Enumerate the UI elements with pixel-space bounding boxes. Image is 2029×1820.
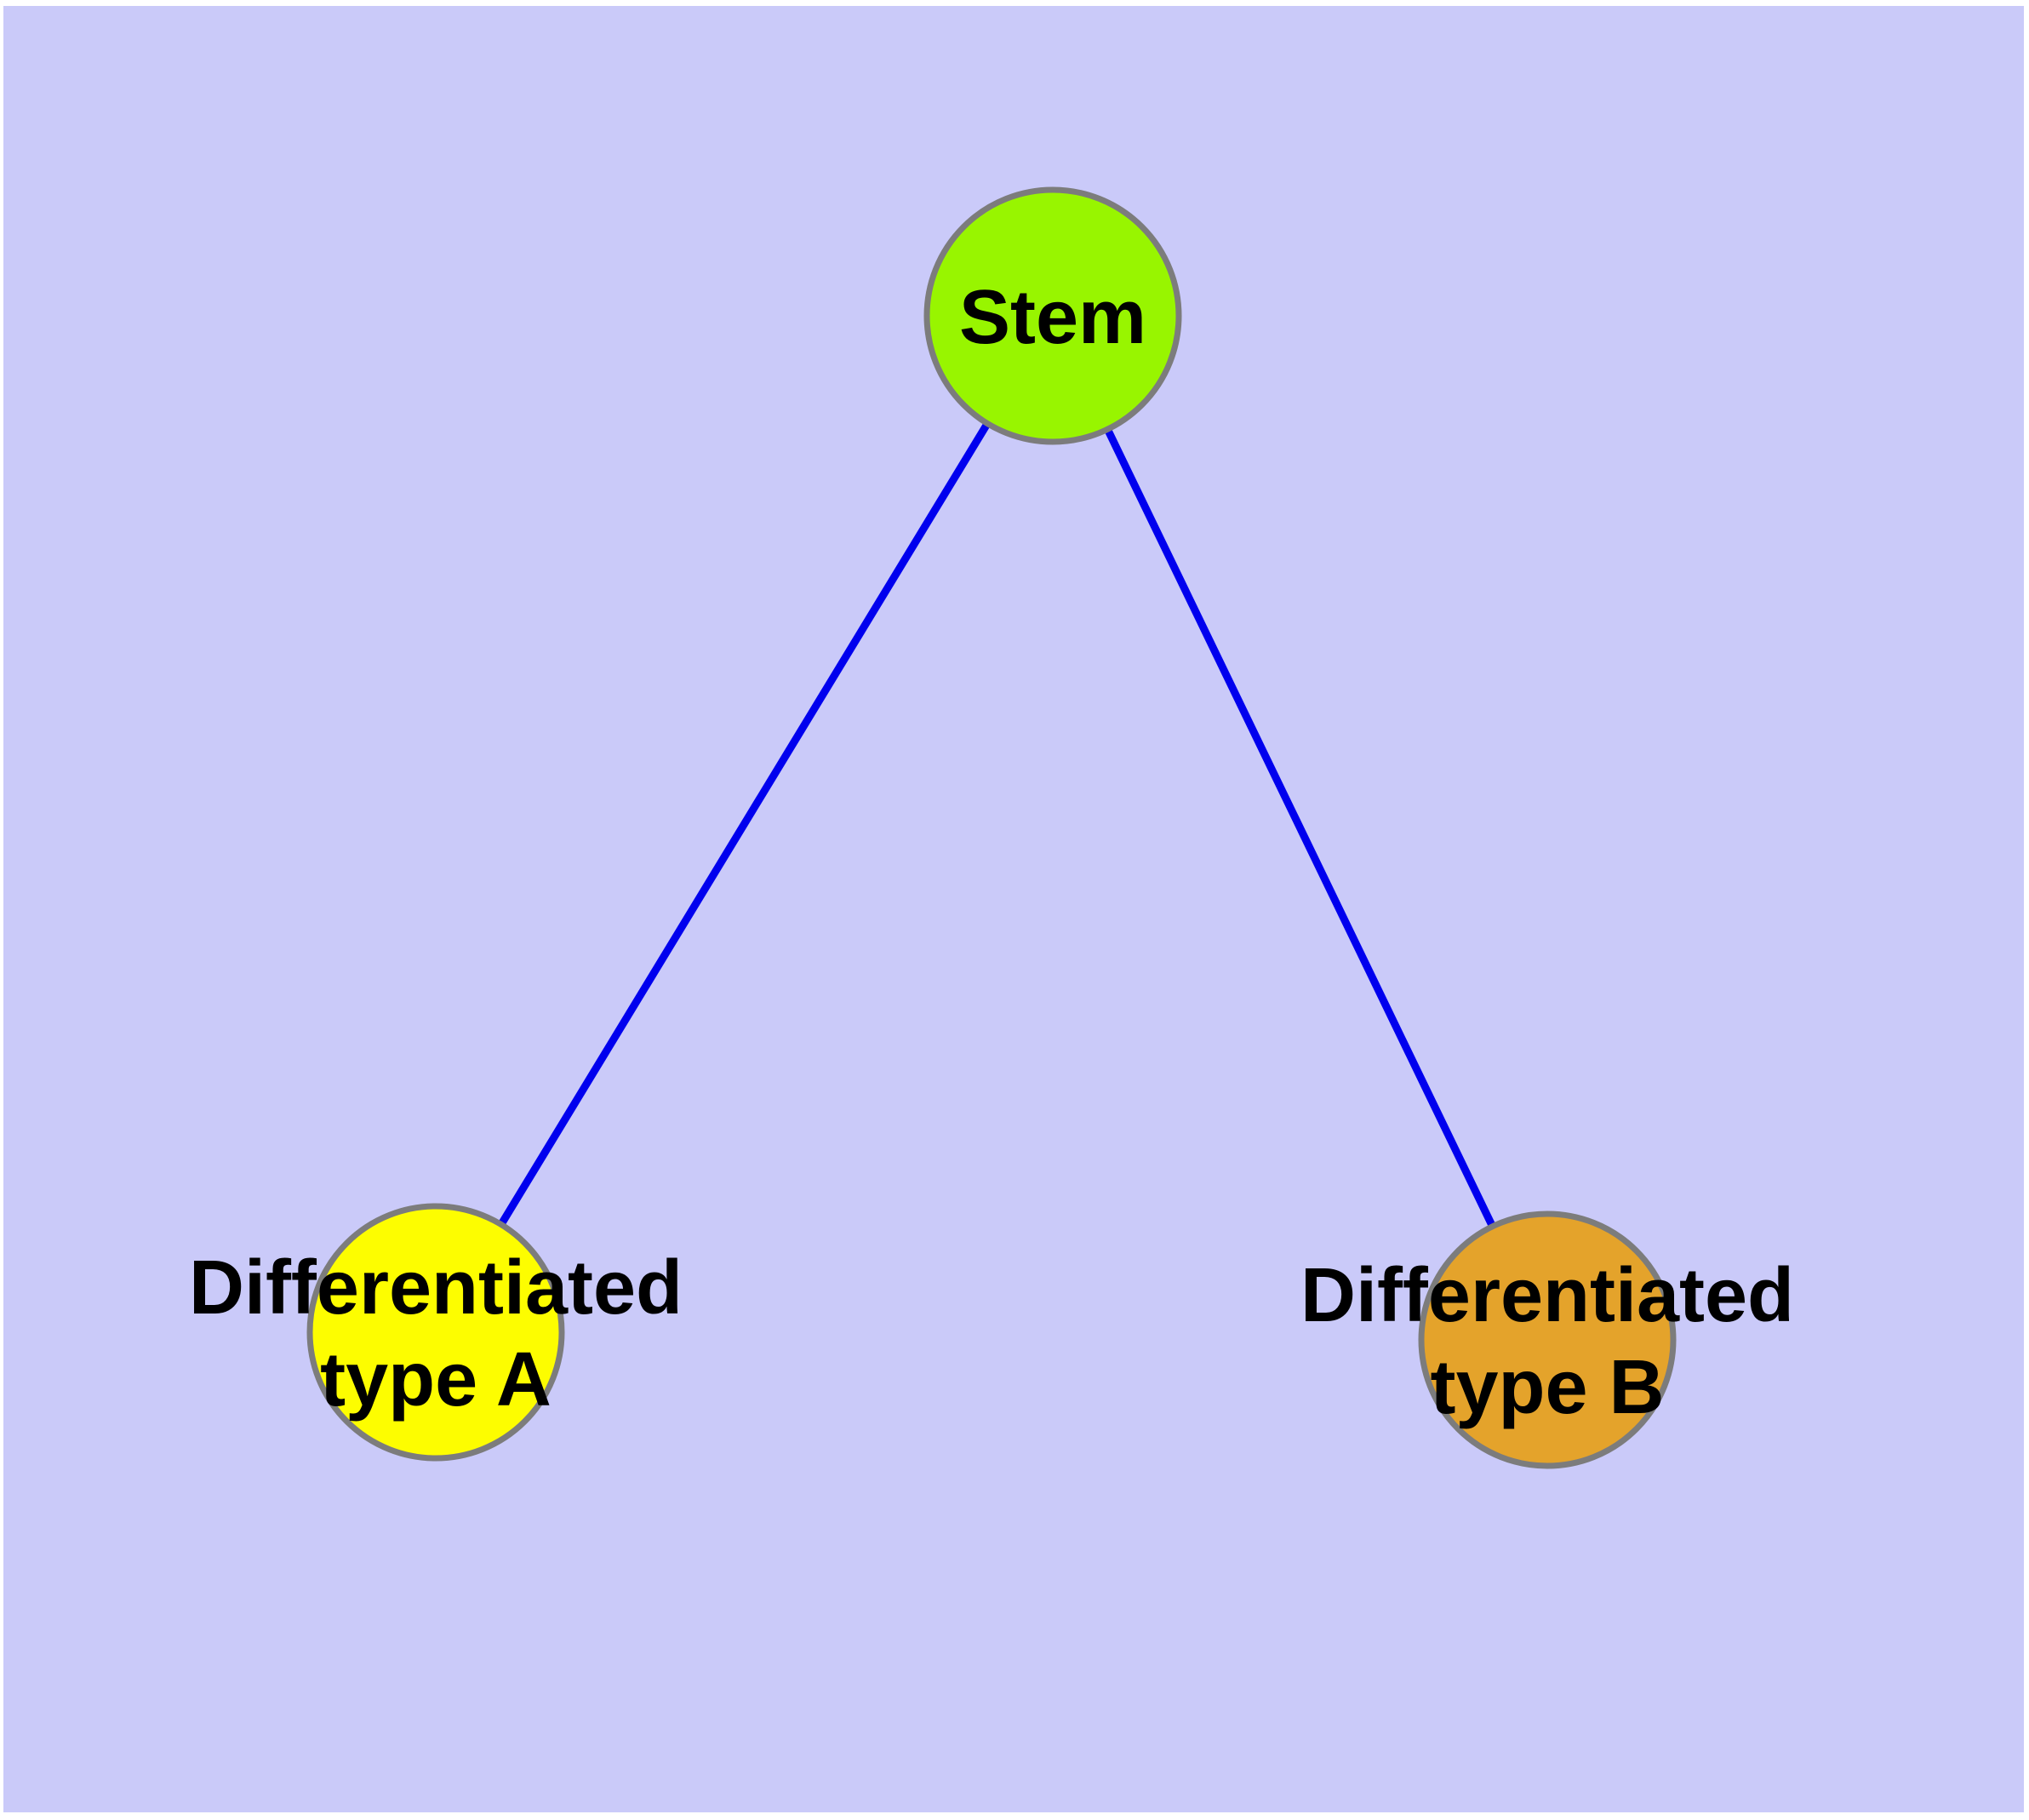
differentiated-type-a-node (306, 1203, 565, 1462)
differentiated-type-a-node-label-line: type A (320, 1337, 552, 1422)
differentiated-type-b-node-label-line: type B (1430, 1345, 1664, 1430)
edges-layer (432, 313, 1552, 1342)
edge-stem-to-typeA (432, 313, 1056, 1335)
nodes-layer (306, 186, 1677, 1469)
differentiated-type-b-node (1418, 1210, 1677, 1469)
differentiated-type-a-node-label-line: Differentiated (189, 1245, 683, 1331)
differentiated-type-b-node-label-line: Differentiated (1300, 1253, 1794, 1338)
stem-cell-node-label-line: Stem (959, 275, 1146, 360)
stem-cell-node-label: Stem (959, 275, 1146, 360)
edge-stem-to-typeB (1049, 314, 1552, 1342)
stem-cell-node (923, 186, 1182, 445)
